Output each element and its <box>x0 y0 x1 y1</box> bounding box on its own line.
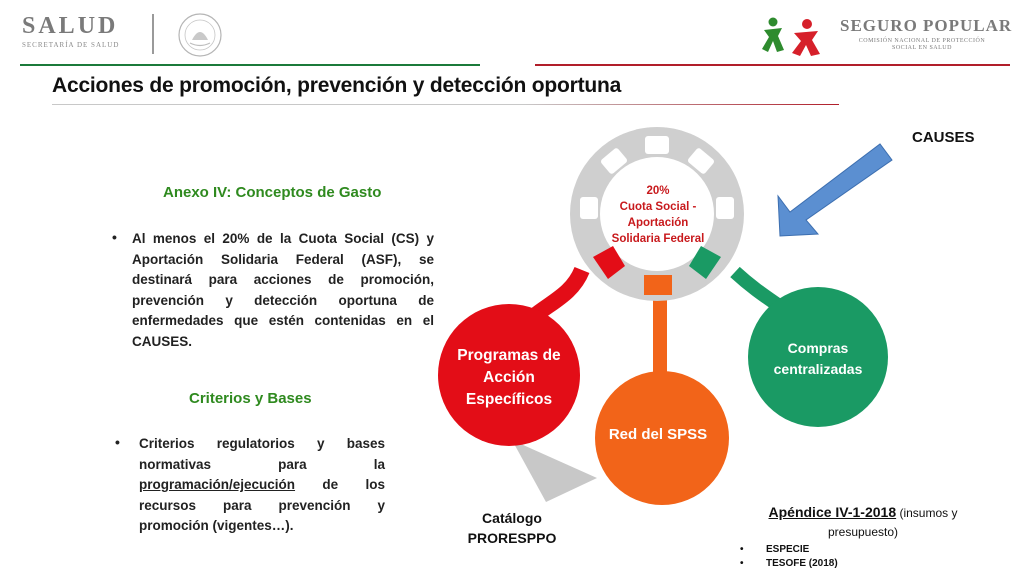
salud-logo-text: SALUD <box>22 13 119 39</box>
funding-diagram <box>438 127 893 505</box>
bullet-marker: • <box>112 229 117 245</box>
salud-logo-subtitle: SECRETARÍA DE SALUD <box>22 41 120 49</box>
criterios-text: Criterios regulatorios y bases normativa… <box>139 434 385 537</box>
catalogo-line: PRORESPPO <box>467 530 557 546</box>
criterios-text-part: Criterios regulatorios y bases normativa… <box>139 436 385 472</box>
anexo-heading: Anexo IV: Conceptos de Gasto <box>163 184 382 201</box>
node-compras-label: Compras centralizadas <box>773 340 863 377</box>
center-label-line: Cuota Social - <box>619 201 697 213</box>
node-programas-circle <box>438 304 580 446</box>
apendice-title: Apéndice IV-1-2018 <box>768 504 897 520</box>
apendice-detail: presupuesto) <box>827 525 899 539</box>
catalogo-label: Catálogo PRORESPPO <box>462 508 562 548</box>
bullet-marker: • <box>740 558 744 569</box>
apendice-list: • ESPECIE • TESOFE (2018) <box>740 543 838 571</box>
page-title: Acciones de promoción, prevención y dete… <box>52 74 622 97</box>
center-label: 20% Cuota Social - Aportación Solidaria … <box>603 183 713 247</box>
ring-color-segments <box>593 246 721 295</box>
node-programas-label: Programas de Acción Específicos <box>457 347 561 408</box>
header-rule-green <box>20 64 480 66</box>
list-item: • TESOFE (2018) <box>740 557 838 571</box>
causes-label: CAUSES <box>912 129 975 146</box>
seguro-popular-logo-icon <box>762 17 820 56</box>
list-item: • ESPECIE <box>740 543 838 557</box>
center-label-line: Solidaria Federal <box>611 233 705 245</box>
criterios-heading: Criterios y Bases <box>189 390 312 407</box>
node-compras-circle <box>748 287 888 427</box>
ring-segments <box>580 136 734 219</box>
bullet-marker: • <box>740 544 744 555</box>
apendice-detail: (insumos y <box>896 506 958 520</box>
national-seal-icon <box>178 13 222 57</box>
list-item-label: TESOFE (2018) <box>766 558 838 569</box>
title-underline <box>52 104 839 105</box>
node-red-label: Red del SPSS <box>608 426 708 443</box>
seguro-popular-title: SEGURO POPULAR <box>840 16 1013 35</box>
apendice-label: Apéndice IV-1-2018 (insumos y presupuest… <box>748 503 978 542</box>
criterios-text-emphasis: programación/ejecución <box>139 477 296 492</box>
list-item-label: ESPECIE <box>766 544 810 555</box>
salud-logo: SALUD SECRETARÍA DE SALUD <box>22 14 152 54</box>
header-divider <box>152 14 154 54</box>
bullet-marker: • <box>115 434 120 450</box>
seguro-popular-subtitle: COMISIÓN NACIONAL DE PROTECCIÓN SOCIAL E… <box>858 38 986 51</box>
catalogo-pointer-icon <box>512 440 597 502</box>
center-inner <box>600 157 714 271</box>
catalogo-line: Catálogo <box>482 510 542 526</box>
criterios-text-part: de los recursos para prevención y promoc… <box>139 477 385 533</box>
center-label-line: 20% <box>646 185 670 197</box>
node-red-circle <box>595 371 729 505</box>
header-rule-red <box>535 64 1010 66</box>
center-label-line: Aportación <box>627 217 689 229</box>
causes-arrow-icon <box>777 143 893 237</box>
anexo-text: Al menos el 20% de la Cuota Social (CS) … <box>132 231 434 349</box>
